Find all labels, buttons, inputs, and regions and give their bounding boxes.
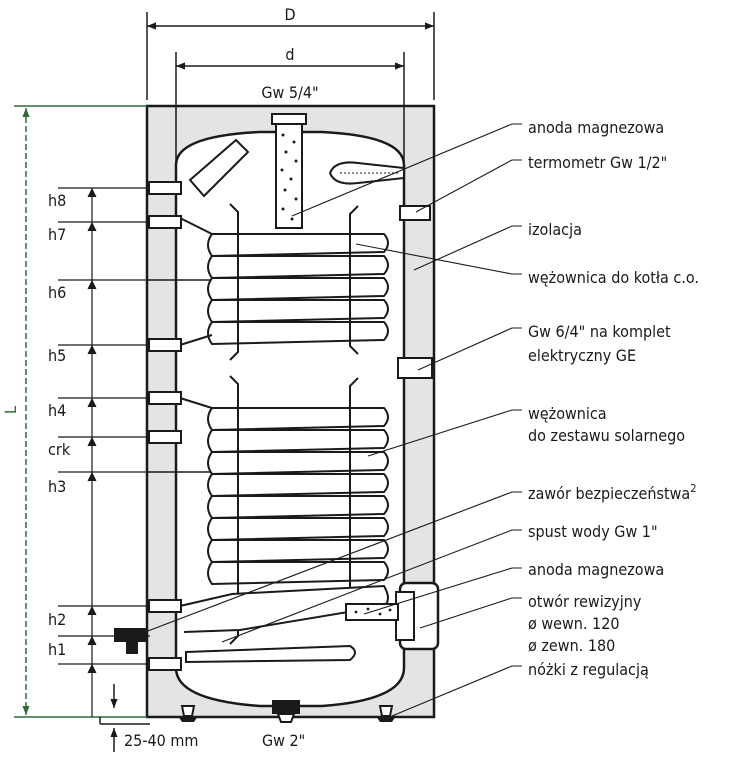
upper-coil-turn <box>207 277 389 302</box>
callout-label: Gw 6/4" na komplet <box>528 322 671 341</box>
lower-coil-turn <box>207 451 389 476</box>
height-arrow <box>87 471 97 482</box>
upper-coil-riser <box>349 205 359 355</box>
callout-leader <box>419 597 522 629</box>
upper-coil-turn <box>207 255 389 280</box>
connection-stub <box>148 391 182 405</box>
connection-stub <box>148 599 182 613</box>
callout-leader <box>221 529 522 643</box>
callout-label: ø zewn. 180 <box>528 636 615 655</box>
callout-leader <box>291 123 522 217</box>
adjustable-feet <box>178 705 396 723</box>
bottom-drain <box>272 700 300 714</box>
height-label-h7: h7 <box>48 225 66 244</box>
lower-coil-inlet <box>179 397 213 409</box>
safety-valve <box>114 628 148 654</box>
callout-leader <box>415 159 522 213</box>
callout-label: otwór rewizyjny <box>528 592 642 611</box>
callout-label: do zestawu solarnego <box>528 426 685 445</box>
height-arrow <box>87 187 97 198</box>
height-arrow <box>87 635 97 646</box>
callout-label: spust wody Gw 1" <box>528 522 658 541</box>
leg-adjust-label: 25-40 mm <box>124 731 198 750</box>
thermometer-sleeve <box>328 161 405 185</box>
upper-coil-riser <box>229 203 239 361</box>
lower-coil-turn <box>207 407 389 432</box>
callout-leader <box>139 491 522 635</box>
height-arrow <box>87 397 97 408</box>
callout-footnote: 2 <box>690 482 696 495</box>
callout-leader <box>417 327 522 371</box>
lower-coil-riser <box>229 375 239 645</box>
inner-width-label: d <box>285 45 294 64</box>
left-connections <box>147 181 210 671</box>
upper-coil-turn <box>207 233 389 258</box>
upper-coil-turn <box>207 321 389 346</box>
callout-label: termometr Gw 1/2" <box>528 153 667 172</box>
height-label-h4: h4 <box>48 401 66 420</box>
lower-coil-turn <box>207 539 389 564</box>
callout-leader <box>355 243 522 275</box>
callout-label: elektryczny GE <box>528 346 636 365</box>
top-connection-label: Gw 5/4" <box>261 83 318 102</box>
connection-stub <box>148 215 182 229</box>
callout-labels: anoda magnezowa termometr Gw 1/2" izolacja… <box>528 118 699 679</box>
height-arrow <box>87 663 97 674</box>
upper-coil <box>179 203 389 361</box>
callout-label: zawór bezpieczeństwa2 <box>528 482 696 503</box>
lower-coil-riser <box>349 377 359 604</box>
height-labels: h8 h7 h6 h5 h4 crk h3 h2 h1 <box>48 191 71 659</box>
lower-coil-turn <box>207 429 389 454</box>
height-label-h5: h5 <box>48 346 66 365</box>
upper-coil-turn <box>207 299 389 324</box>
connection-stub <box>148 181 182 195</box>
connection-stub <box>148 430 182 444</box>
outer-width-label: D <box>284 5 295 24</box>
height-chain <box>58 187 150 717</box>
height-label-h3: h3 <box>48 477 66 496</box>
callout-label: ø wewn. 120 <box>528 614 620 633</box>
height-arrow <box>87 221 97 232</box>
lower-coil-turn <box>207 495 389 520</box>
callout-leader <box>367 409 522 457</box>
upper-coil-outlet <box>179 334 213 346</box>
callout-label: wężownica <box>528 404 607 423</box>
top-anode <box>271 113 307 229</box>
height-label-h2: h2 <box>48 610 66 629</box>
callout-label: wężownica do kotła c.o. <box>528 268 699 287</box>
callout-label: anoda magnezowa <box>528 560 664 579</box>
height-label-h8: h8 <box>48 191 66 210</box>
callout-label: anoda magnezowa <box>528 118 664 137</box>
callout-leader <box>363 567 522 615</box>
height-arrow <box>87 436 97 447</box>
height-label-h1: h1 <box>48 640 66 659</box>
height-label: L <box>1 406 20 414</box>
height-arrow <box>87 344 97 355</box>
lower-coil-turn <box>207 517 389 542</box>
callout-leader <box>413 225 522 271</box>
connection-stub <box>148 657 182 671</box>
height-arrow <box>87 279 97 290</box>
callout-label: nóżki z regulacją <box>528 660 649 679</box>
upper-coil-inlet <box>179 217 213 235</box>
height-label-crk: crk <box>48 440 71 459</box>
lower-coil-turn <box>207 473 389 498</box>
bottom-pipe <box>185 644 356 664</box>
right-ports <box>397 205 433 379</box>
dimension-lines <box>14 12 435 752</box>
height-arrow <box>87 605 97 616</box>
height-label-h6: h6 <box>48 283 66 302</box>
top-inlet-pipe <box>188 138 250 198</box>
callout-leaders <box>139 123 522 717</box>
callout-label: izolacja <box>528 220 582 239</box>
bottom-connection-label: Gw 2" <box>262 731 305 750</box>
lower-coil-turn <box>207 561 389 586</box>
callout-leader <box>391 665 522 717</box>
connection-stub <box>148 338 182 352</box>
